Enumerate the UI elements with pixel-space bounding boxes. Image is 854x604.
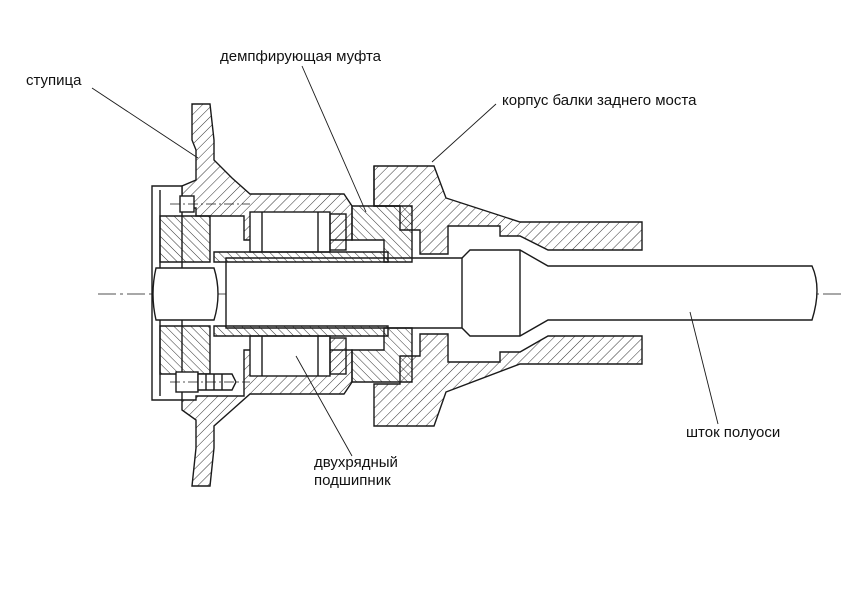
drive-flange	[152, 215, 219, 375]
axle-housing-lower	[373, 333, 643, 427]
label-axle-housing: корпус балки заднего моста	[502, 92, 697, 109]
axle-housing-upper	[373, 165, 643, 255]
leader-hub	[91, 87, 199, 159]
double-row-bearing-lower	[249, 335, 347, 377]
leader-damper	[301, 65, 367, 213]
double-row-bearing-upper	[249, 211, 347, 253]
label-axle-shaft: шток полуоси	[686, 424, 781, 441]
wheel-hub-lower	[181, 349, 353, 487]
axle-shaft	[225, 249, 818, 337]
label-bearing-line2: подшипник	[314, 472, 391, 489]
label-bearing-line1: двухрядный	[314, 454, 398, 471]
wheel-bolt	[175, 371, 237, 393]
label-damper-coupling: демпфирующая муфта	[220, 48, 382, 65]
leader-shaft	[689, 311, 719, 425]
bearing-inner-race	[213, 251, 389, 337]
label-hub: ступица	[26, 72, 82, 89]
leader-bearing	[295, 355, 353, 457]
leader-housing	[431, 103, 497, 163]
